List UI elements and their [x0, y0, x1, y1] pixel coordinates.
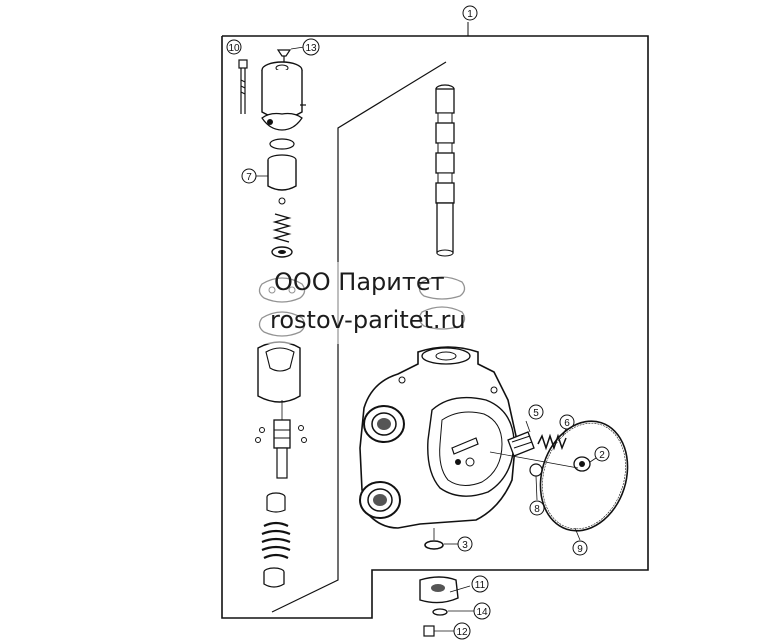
svg-text:8: 8: [534, 504, 540, 515]
callout-12: 12: [453, 622, 471, 640]
svg-text:14: 14: [476, 607, 488, 618]
callout-9: 9: [572, 540, 588, 556]
svg-text:12: 12: [456, 627, 468, 638]
plug-cap-part-2: [573, 456, 597, 472]
svg-text:3: 3: [462, 540, 468, 551]
callout-10: 10: [226, 39, 242, 55]
svg-text:13: 13: [305, 43, 317, 54]
assembly-axis-line: [489, 451, 579, 469]
watermark: ООО Паритет rostov-paritet.ru: [252, 262, 534, 344]
callout-7: 7: [241, 168, 268, 184]
spring-cap-housing: [261, 61, 306, 131]
callout-11: 11: [471, 575, 489, 593]
svg-text:7: 7: [246, 172, 252, 183]
valve-seat-block: [257, 341, 301, 403]
svg-text:5: 5: [533, 408, 539, 419]
svg-text:1: 1: [467, 9, 473, 20]
svg-text:9: 9: [577, 544, 583, 555]
callout-3: 3: [457, 536, 473, 552]
bolt-part-12: [423, 625, 454, 637]
bolt-part-10: [238, 59, 248, 114]
callout-2: 2: [594, 446, 610, 462]
inner-break-line: [271, 61, 447, 613]
watermark-url: rostov-paritet.ru: [270, 306, 466, 334]
callout-8: 8: [529, 500, 545, 516]
lower-spring-assembly: [261, 492, 291, 588]
callout-13: 13: [302, 38, 320, 56]
assembly-outline: [221, 35, 649, 619]
main-spool: [435, 84, 455, 257]
washer-part-14: [432, 608, 474, 616]
callout-14: 14: [473, 602, 491, 620]
o-ring-part-3: [424, 540, 458, 550]
lower-spool: [255, 419, 307, 479]
svg-text:10: 10: [228, 43, 240, 54]
piston-part-7: [267, 138, 297, 191]
screw-part-13: [276, 46, 305, 62]
svg-text:6: 6: [564, 418, 570, 429]
valve-body: [359, 346, 517, 529]
callout-5: 5: [528, 404, 544, 420]
plug-part-5: [507, 420, 535, 457]
watermark-company: ООО Паритет: [274, 268, 445, 296]
callout-1: 1: [462, 5, 478, 36]
flange-part-11: [419, 576, 471, 604]
svg-text:11: 11: [475, 580, 486, 591]
seal-ring-part-9: [539, 420, 629, 541]
svg-text:2: 2: [599, 450, 605, 461]
check-ball-and-spring: [271, 197, 293, 258]
